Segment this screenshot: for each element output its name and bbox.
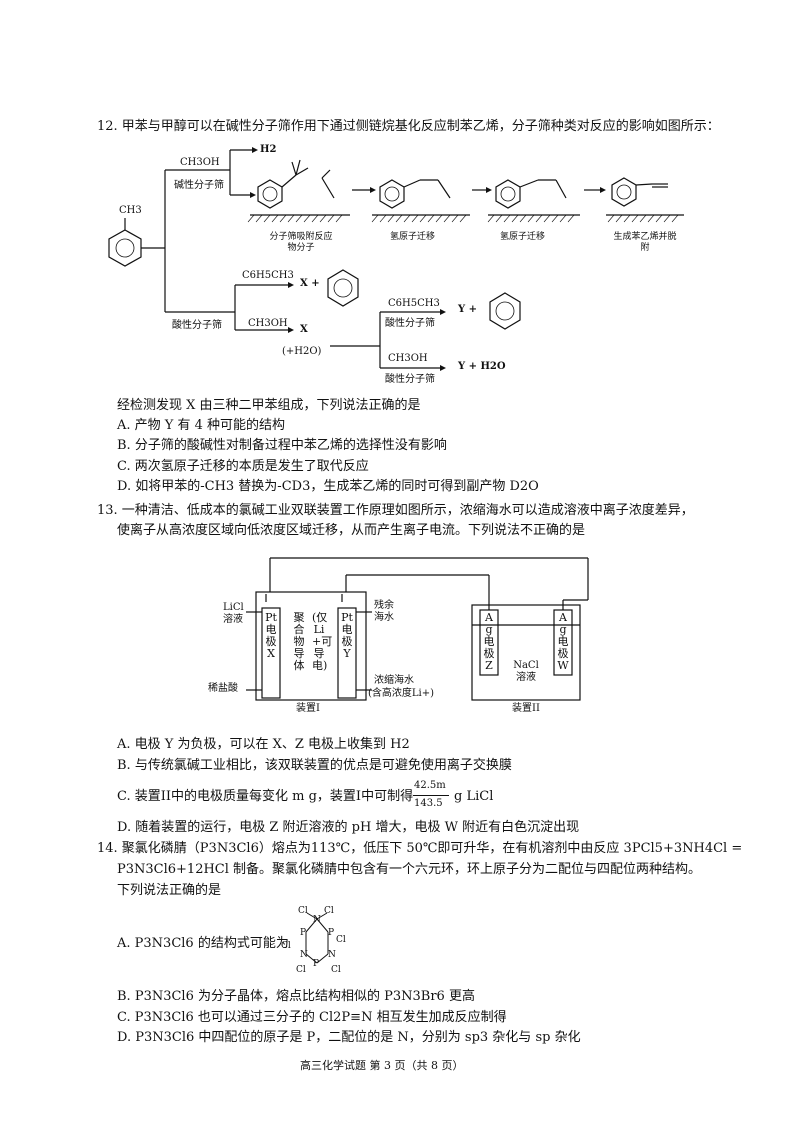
residual-seawater-label: 残余海水 [374,600,394,623]
q14-stem-line3: 下列说法正确的是 [117,883,222,898]
q14-stem-line1: 14. 聚氯化磷腈（P3N3Cl6）熔点为113℃，低压下 50℃即可升华，在有… [97,841,743,856]
device2-caption: 装置II [512,703,540,714]
acid-sieve-label-2: 酸性分子筛 [385,318,435,329]
concentrated-seawater-label: 浓缩海水 [374,675,414,686]
h2-product: H2 [260,144,277,155]
h2o-byproduct: (+H2O) [282,346,322,357]
ring-cl-5: Cl [296,965,306,975]
y-plus-water: Y + H2O [458,361,506,372]
ring-cl-3: Cl [336,935,346,945]
q13-stem-line2: 使离子从高浓度区域向低浓度区域迁移，从而产生离子电流。下列说法不正确的是 [117,523,586,538]
q12-note: 经检测发现 X 由三种二甲苯组成，下列说法正确的是 [117,398,421,413]
fraction-numerator: 42.5m [414,780,446,791]
stage3-caption: 氢原子迁移 [500,232,546,242]
y-plus-benzene: Y + [458,304,477,315]
acid-sieve-label-1: 酸性分子筛 [172,320,222,331]
q13-option-d[interactable]: D. 随着装置的运行，电极 Z 附近溶液的 pH 增大，电极 W 附近有白色沉淀… [117,820,580,835]
ag-electrode-w: Ag电极W [557,611,569,672]
ring-n-top: N [313,915,321,925]
stage2-caption: 氢原子迁移 [390,232,436,242]
q13-option-a[interactable]: A. 电极 Y 为负极，可以在 X、Z 电极上收集到 H2 [117,737,410,752]
ring-p-1: P [300,928,307,938]
q12-option-c[interactable]: C. 两次氢原子迁移的本质是发生了取代反应 [117,459,369,474]
stage4-caption: 生成苯乙烯并脱附 [613,232,677,253]
ring-p-2: P [328,928,335,938]
toluene-ch3-label: CH3 [119,205,142,216]
ring-cl-6: Cl [331,965,341,975]
x-product: X [300,324,308,335]
q13-stem-line1: 13. 一种清洁、低成本的氯碱工业双联装置工作原理如图所示，浓缩海水可以造成溶液… [97,503,694,518]
device1-caption: 装置I [296,703,320,714]
meoh-label-acid-2: CH3OH [388,353,428,364]
basic-sieve-label: 碱性分子筛 [174,180,224,191]
q12-option-d[interactable]: D. 如将甲苯的-CH3 替换为-CD3，生成苯乙烯的同时可得到副产物 D2O [117,479,539,494]
q14-option-d[interactable]: D. P3N3Cl6 中四配位的原子是 P，二配位的是 N，分别为 sp3 杂化… [117,1030,581,1045]
ring-n-left: N [300,950,308,960]
licl-solution-label: LiCl溶液 [223,602,244,625]
c6h5ch3-label-1: C6H5CH3 [242,270,294,281]
pt-electrode-y: Pt电极Y [341,611,353,660]
acid-sieve-label-3: 酸性分子筛 [385,374,435,385]
q14-stem-line2: P3N3Cl6+12HCl 制备。聚氯化磷腈中包含有一个六元环，环上原子分为二配… [117,862,702,877]
meoh-label-acid: CH3OH [248,318,288,329]
fraction-denominator: 143.5 [414,798,443,809]
ring-cl-1: Cl [298,906,308,916]
nacl-solution-label: NaCl溶液 [513,660,539,683]
q12-option-b[interactable]: B. 分子筛的酸碱性对制备过程中苯乙烯的选择性没有影响 [117,438,447,453]
ring-n-right: N [328,950,336,960]
hcl-label: 稀盐酸 [208,683,238,694]
c6h5ch3-label-2: C6H5CH3 [388,298,440,309]
meoh-label-basic: CH3OH [180,157,220,168]
q14-option-a[interactable]: A. P3N3Cl6 的结构式可能为 [117,936,289,951]
fraction-unit: g LiCl [454,789,494,804]
q13-option-b[interactable]: B. 与传统氯碱工业相比，该双联装置的优点是可避免使用离子交换膜 [117,758,512,773]
x-plus-benzene: X + [300,278,320,289]
q13-option-c[interactable]: C. 装置II中的电极质量每变化 m g，装置I中可制得 [117,789,414,804]
q12-option-a[interactable]: A. 产物 Y 有 4 种可能的结构 [117,418,286,433]
fraction-bar [413,795,449,796]
ring-p-3: P [313,959,320,969]
ag-electrode-z: Ag电极Z [483,611,495,672]
ring-cl-2: Cl [324,906,334,916]
polymer-conductor: 聚合物导体 [293,611,305,672]
q14-option-c[interactable]: C. P3N3Cl6 也可以通过三分子的 Cl2P≡N 相互发生加成反应制得 [117,1010,507,1025]
pt-electrode-x: Pt电极X [265,611,277,660]
q12-stem: 12. 甲苯与甲醇可以在碱性分子筛作用下通过侧链烷基化反应制苯乙烯，分子筛种类对… [97,119,720,134]
ring-cl-4: Cl [281,941,291,951]
high-li-note: (含高浓度Li+) [368,688,435,699]
page-footer: 高三化学试题 第 3 页（共 8 页） [300,1059,464,1072]
stage1-caption: 分子筛吸附反应物分子 [269,232,333,253]
q14-option-b[interactable]: B. P3N3Cl6 为分子晶体，熔点比结构相似的 P3N3Br6 更高 [117,989,475,1004]
